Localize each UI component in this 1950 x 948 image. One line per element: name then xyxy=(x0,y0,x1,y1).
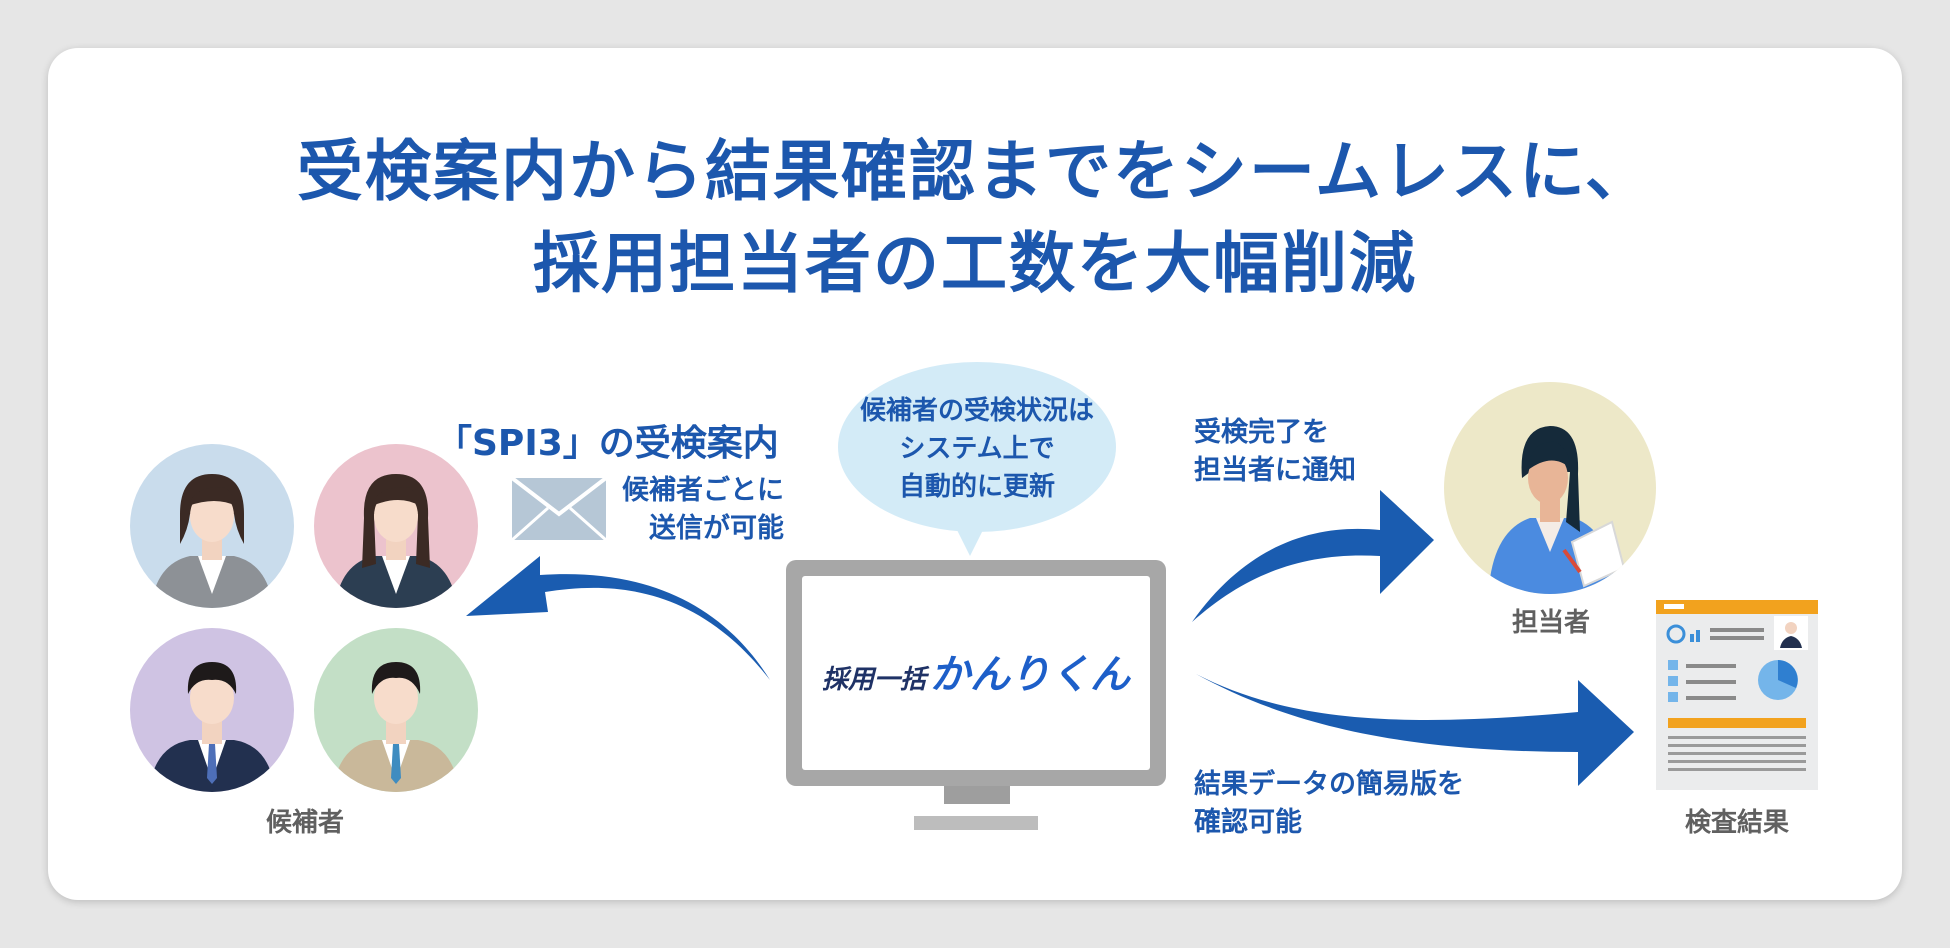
monitor-base xyxy=(914,816,1038,830)
bubble-line-3: 自動的に更新 xyxy=(898,472,1055,502)
logo-text-part-1: 採用一括 xyxy=(821,665,926,695)
send-note-line-2: 送信が可能 xyxy=(649,513,784,544)
arrow-left-icon xyxy=(466,556,770,680)
report-icon xyxy=(1656,600,1818,790)
arrow-right-down-icon xyxy=(1196,674,1634,786)
monitor-neck xyxy=(944,786,1010,804)
candidate-avatar-1 xyxy=(130,444,294,608)
envelope-icon xyxy=(512,478,606,540)
logo-text-part-2: かんりくん xyxy=(930,652,1130,698)
candidate-avatar-2 xyxy=(314,444,478,608)
notify-line-2: 担当者に通知 xyxy=(1194,455,1356,486)
manager-label: 担当者 xyxy=(1511,608,1590,638)
spi3-heading: 「SPI3」の受検案内 xyxy=(436,423,779,464)
notify-line-1: 受検完了を xyxy=(1194,417,1329,448)
result-note: 結果データの簡易版を 確認可能 xyxy=(1194,766,1534,842)
candidate-avatar-3 xyxy=(130,628,294,792)
result-line-1: 結果データの簡易版を xyxy=(1194,769,1464,800)
status-bubble-tail xyxy=(952,520,988,556)
send-note: 候補者ごとに 送信が可能 xyxy=(606,472,784,548)
notify-note: 受検完了を 担当者に通知 xyxy=(1194,414,1414,490)
bubble-line-1: 候補者の受検状況は xyxy=(859,396,1094,426)
result-line-2: 確認可能 xyxy=(1194,807,1302,838)
status-bubble-text: 候補者の受検状況は システム上で 自動的に更新 xyxy=(838,392,1116,506)
send-note-line-1: 候補者ごとに xyxy=(622,475,784,506)
bubble-line-2: システム上で xyxy=(899,434,1055,464)
status-bubble xyxy=(838,362,1116,532)
candidates-label: 候補者 xyxy=(265,808,344,838)
manager-avatar xyxy=(1444,382,1656,594)
monitor-screen xyxy=(802,576,1150,770)
product-logo: 採用一括かんりくん xyxy=(808,642,1144,700)
candidate-avatar-4 xyxy=(314,628,478,792)
arrow-right-up-icon xyxy=(1192,490,1434,622)
title-line-1: 受検案内から結果確認までをシームレスに、 xyxy=(296,133,1654,210)
title-line-2: 採用担当者の工数を大幅削減 xyxy=(533,225,1417,302)
report-label: 検査結果 xyxy=(1684,808,1789,838)
